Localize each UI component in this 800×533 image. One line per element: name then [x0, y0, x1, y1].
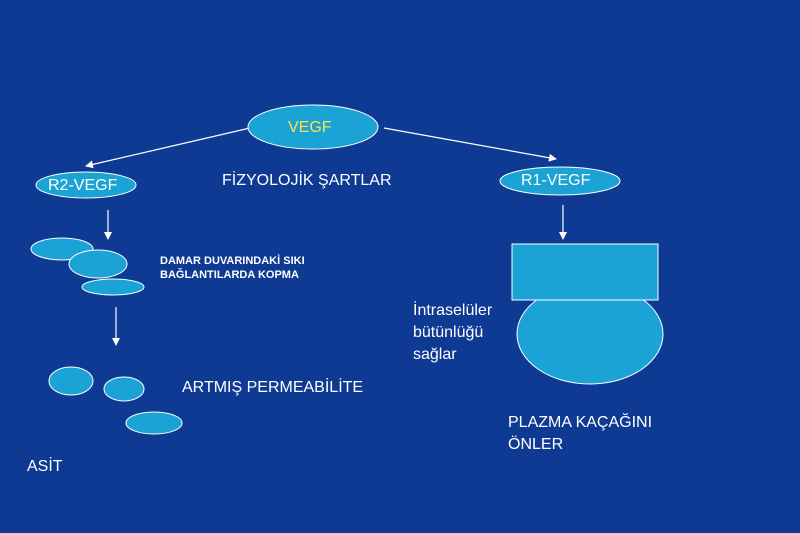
arrow-root-to-r1: [383, 127, 557, 162]
plasma-leak-line1: PLAZMA KAÇAĞINI: [508, 414, 653, 431]
intracellular-integrity-label: İntraselüler bütünlüğü sağlar: [413, 300, 492, 366]
scattered-cell: [48, 366, 94, 396]
junction-cell: [81, 278, 145, 296]
arrow-root-to-r2: [85, 127, 251, 169]
r1-vegf-label: R1-VEGF: [521, 172, 591, 189]
intact-cell-block: [511, 243, 659, 301]
r2-vegf-label: R2-VEGF: [48, 177, 118, 194]
scattered-cell: [103, 376, 145, 402]
vegf-node: [247, 104, 379, 150]
tight-junction-break-label: DAMAR DUVARINDAKİ SIKI BAĞLANTILARDA KOP…: [160, 254, 305, 282]
scattered-cell: [125, 411, 183, 435]
r1-vegf-node: [499, 166, 621, 196]
tight-junction-line2: BAĞLANTILARDA KOPMA: [160, 269, 299, 281]
tight-junction-line1: DAMAR DUVARINDAKİ SIKI: [160, 255, 305, 267]
r2-vegf-node: [35, 171, 137, 199]
integrity-line1: İntraselüler: [413, 302, 493, 319]
integrity-line2: bütünlüğü: [413, 324, 484, 341]
prevents-plasma-leak-label: PLAZMA KAÇAĞINI ÖNLER: [508, 412, 652, 456]
vegf-label: VEGF: [288, 119, 332, 136]
plasma-leak-line2: ÖNLER: [508, 436, 564, 453]
integrity-line3: sağlar: [413, 346, 457, 363]
fizyolojik-sartlar-label: FİZYOLOJİK ŞARTLAR: [222, 172, 392, 189]
increased-permeability-label: ARTMIŞ PERMEABİLİTE: [182, 379, 364, 396]
junction-cell: [68, 249, 128, 279]
ascites-label: ASİT: [27, 458, 63, 475]
